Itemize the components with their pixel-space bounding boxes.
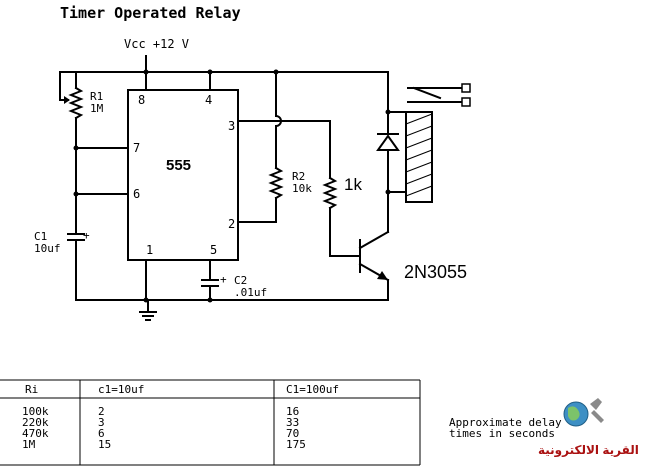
table-row: 470k 6 70 [22,427,299,440]
ground-rail [75,259,389,321]
table-cell-delay-10uf: 15 [98,438,111,451]
table-cell-delay-10uf: 2 [98,405,105,418]
table-cell-delay-100uf: 16 [286,405,299,418]
relay-contacts [407,83,471,107]
transistor-label: 2N3055 [404,262,467,282]
pin-5-label: 5 [210,243,217,257]
delay-note-line1: Approximate delay [449,416,562,429]
c2-polarity: + [220,273,227,286]
c1-capacitor [67,233,85,301]
table-cell-delay-100uf: 70 [286,427,299,440]
table-row: 1M 15 175 [22,438,306,451]
delay-note-line2: times in seconds [449,427,555,440]
pin-7-label: 7 [133,141,140,155]
pin-8-label: 8 [138,93,145,107]
table-cell-ri: 220k [22,416,49,429]
supply-label: Vcc +12 V [124,37,189,51]
table-cell-delay-10uf: 3 [98,416,105,429]
table-cell-ri: 470k [22,427,49,440]
pin-1-label: 1 [146,243,153,257]
ic-555-body [127,89,239,261]
c1-name: C1 [34,230,47,243]
table-row: 220k 3 33 [22,416,299,429]
c2-value: .01uf [234,286,267,299]
pin-2-label: 2 [228,217,235,231]
top-rail [75,69,389,91]
r3-value: 1k [344,175,362,194]
pin-3-label: 3 [228,119,235,133]
c1-polarity: + [83,229,90,242]
r2-name: R2 [292,170,305,183]
c2-name: C2 [234,274,247,287]
pin-6-label: 6 [133,187,140,201]
delay-table [0,379,421,466]
pin-4-label: 4 [205,93,212,107]
r1-name: R1 [90,90,103,103]
table-cell-delay-10uf: 6 [98,427,105,440]
table-cell-ri: 1M [22,438,36,451]
c2-capacitor [201,259,219,301]
r1-potentiometer [59,71,84,149]
r1-value: 1M [90,102,104,115]
c1-value: 10uf [34,242,61,255]
table-row: 100k 2 16 [22,405,299,418]
table-header-ri: Ri [25,383,38,396]
table-cell-ri: 100k [22,405,49,418]
table-cell-delay-100uf: 175 [286,438,306,451]
table-cell-delay-100uf: 33 [286,416,299,429]
transistor-2n3055 [358,191,390,301]
watermark-logo [563,398,604,427]
diagram-title: Timer Operated Relay [60,4,241,22]
watermark-text: القرية الالكترونية [538,443,639,458]
diode [376,71,400,195]
pin7-pin6-wiring [73,145,129,235]
table-header-c1-10uf: c1=10uf [98,383,144,396]
r2-value: 10k [292,182,312,195]
table-header-c1-100uf: C1=100uf [286,383,339,396]
r2-resistor [237,69,284,223]
relay-coil [387,111,433,203]
output-to-base-wiring [237,120,361,257]
ic-555-label: 555 [166,157,191,174]
